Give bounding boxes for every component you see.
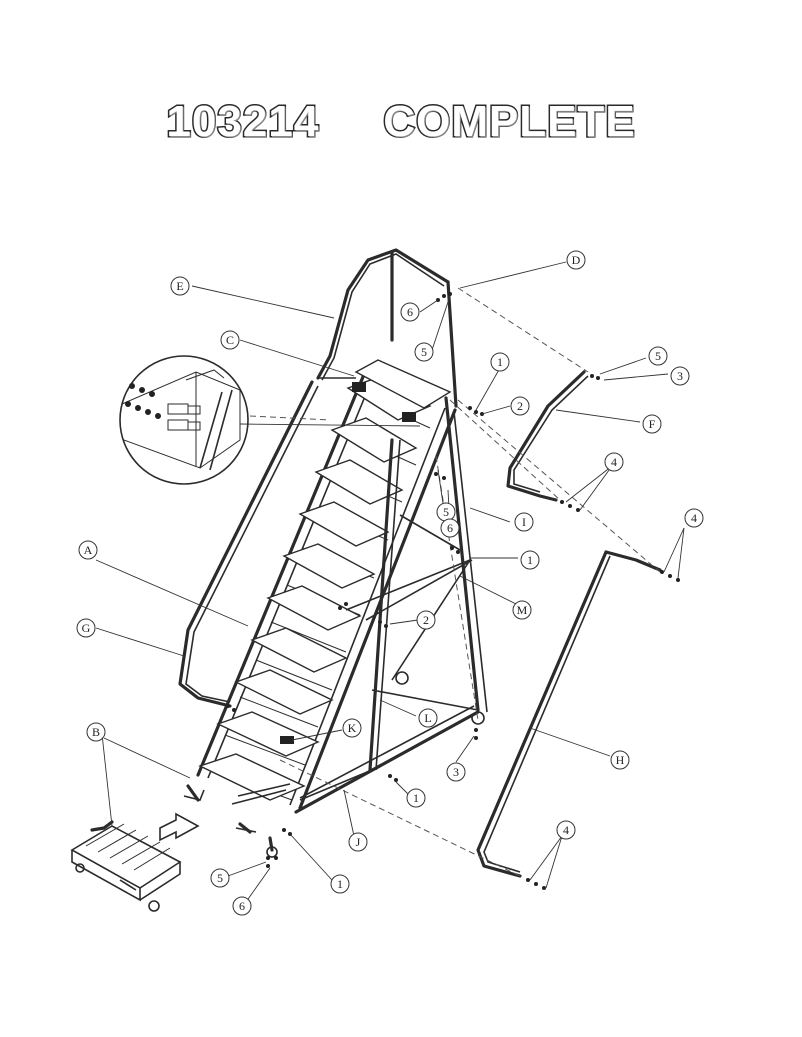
handrails: [178, 248, 662, 878]
callout-5-mid: 5: [436, 502, 456, 522]
svg-text:1: 1: [337, 877, 343, 891]
assembly-arrow-icon: [159, 812, 200, 842]
callout-3-mid: 3: [446, 762, 466, 782]
svg-text:5: 5: [421, 345, 427, 359]
callout-I: I: [514, 512, 534, 532]
svg-text:B: B: [92, 725, 100, 739]
svg-text:K: K: [348, 721, 357, 735]
detail-magnifier-circle: [119, 355, 249, 485]
svg-text:2: 2: [423, 613, 429, 627]
svg-text:6: 6: [239, 899, 245, 913]
callout-K: K: [342, 718, 362, 738]
callout-5-right: 5: [648, 346, 668, 366]
callout-6-mid: 6: [440, 518, 460, 538]
ladder-assembly: [183, 359, 488, 858]
callout-1-top: 1: [490, 352, 510, 372]
step-treads: [198, 359, 452, 801]
callout-4-upper: 4: [604, 452, 624, 472]
svg-text:1: 1: [413, 791, 419, 805]
svg-text:F: F: [649, 417, 656, 431]
callout-L: L: [418, 708, 438, 728]
callout-C: C: [220, 330, 240, 350]
svg-text:A: A: [84, 543, 93, 557]
svg-text:G: G: [82, 621, 91, 635]
callout-B: B: [86, 722, 106, 742]
svg-text:H: H: [616, 753, 625, 767]
callout-H: H: [610, 750, 630, 770]
alignment-lines: [249, 287, 661, 877]
callout-4-lower: 4: [556, 820, 576, 840]
svg-text:M: M: [517, 603, 528, 617]
svg-text:6: 6: [407, 305, 413, 319]
callout-J: J: [348, 832, 368, 852]
svg-text:5: 5: [443, 505, 449, 519]
svg-text:1: 1: [527, 553, 533, 567]
assembly-label: COMPLETE: [382, 96, 636, 148]
callout-2-mid: 2: [416, 610, 436, 630]
callout-F: F: [642, 414, 662, 434]
part-number: 103214: [165, 96, 320, 148]
svg-text:C: C: [226, 333, 234, 347]
svg-text:J: J: [356, 835, 361, 849]
diagram-title: 103214 COMPLETE: [0, 92, 802, 152]
callout-5-top: 5: [414, 342, 434, 362]
svg-text:L: L: [424, 711, 431, 725]
svg-text:4: 4: [563, 823, 569, 837]
callout-1-mid: 1: [520, 550, 540, 570]
svg-text:4: 4: [691, 511, 697, 525]
detail-view: [119, 355, 421, 485]
callout-6-bottom: 6: [232, 896, 252, 916]
callout-M: M: [512, 600, 532, 620]
svg-text:E: E: [176, 279, 183, 293]
svg-text:2: 2: [517, 399, 523, 413]
callout-1-bottom: 1: [330, 874, 350, 894]
svg-text:3: 3: [453, 765, 459, 779]
svg-text:5: 5: [655, 349, 661, 363]
svg-text:4: 4: [611, 455, 617, 469]
callout-A: A: [78, 540, 98, 560]
svg-text:D: D: [572, 253, 581, 267]
callout-G: G: [76, 618, 96, 638]
callout-4-right: 4: [684, 508, 704, 528]
callout-6-top: 6: [400, 302, 420, 322]
callout-2-top: 2: [510, 396, 530, 416]
svg-text:6: 6: [447, 521, 453, 535]
hardware-fasteners: [226, 292, 680, 890]
svg-text:1: 1: [497, 355, 503, 369]
callout-3-right: 3: [670, 366, 690, 386]
callout-E: E: [170, 276, 190, 296]
callout-D: D: [566, 250, 586, 270]
bottom-step-unit: [70, 733, 200, 912]
svg-text:5: 5: [217, 871, 223, 885]
svg-text:I: I: [522, 515, 526, 529]
svg-text:3: 3: [677, 369, 683, 383]
callout-1-lower: 1: [406, 788, 426, 808]
callout-5-bottom: 5: [210, 868, 230, 888]
